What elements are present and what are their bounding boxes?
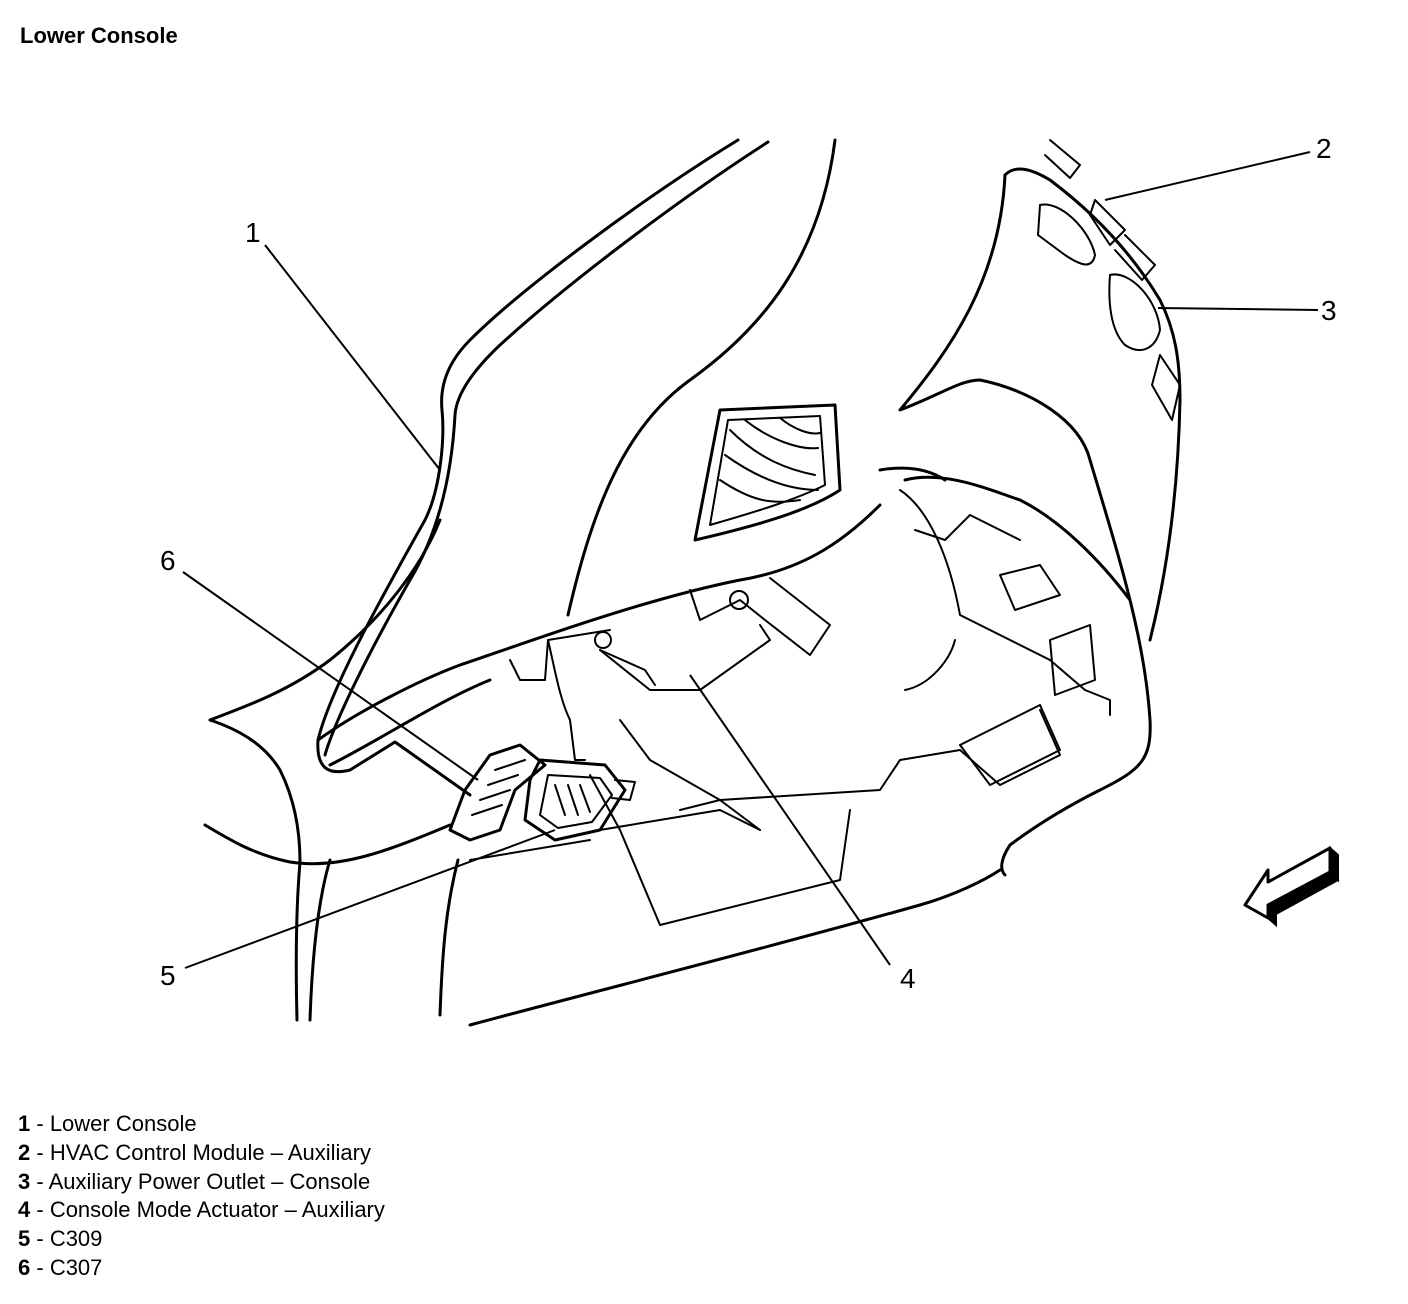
callout-2: 2 [1316,133,1332,164]
callout-5: 5 [160,960,176,991]
legend-number: 2 [18,1139,31,1165]
legend-item: 3 - Auxiliary Power Outlet – Console [18,1168,385,1197]
legend-separator: - [30,1139,50,1165]
console-floor [316,503,1061,926]
legend-number: 5 [18,1226,31,1252]
callout-6: 6 [160,545,176,576]
legend-number: 4 [18,1197,31,1223]
legend-label: C307 [49,1254,103,1280]
legend-label: HVAC Control Module – Auxiliary [49,1139,371,1165]
legend: 1 - Lower Console 2 - HVAC Control Modul… [18,1110,385,1283]
direction-arrow-icon [1243,845,1340,928]
legend-separator: - [30,1197,50,1223]
legend-separator: - [30,1254,50,1280]
connector-assembly [448,743,636,842]
console-diagram: 1 2 3 4 5 6 [160,133,1340,1027]
legend-item: 6 - C307 [18,1254,385,1283]
legend-label: Console Mode Actuator – Auxiliary [49,1197,385,1223]
leader-line-1 [264,244,441,471]
leader-line-5 [184,829,556,969]
legend-separator: - [30,1111,50,1136]
callout-1: 1 [245,217,261,248]
leader-line-3 [1157,307,1319,311]
leader-line-6 [182,571,479,781]
legend-item: 2 - HVAC Control Module – Auxiliary [18,1139,385,1168]
legend-item: 5 - C309 [18,1225,385,1254]
leader-line-4 [689,674,891,966]
legend-number: 1 [18,1111,31,1136]
legend-label: Auxiliary Power Outlet – Console [48,1168,371,1194]
legend-item: 4 - Console Mode Actuator – Auxiliary [18,1196,385,1225]
legend-label: Lower Console [49,1111,197,1136]
callout-4: 4 [900,963,916,994]
legend-number: 6 [18,1254,31,1280]
callout-3: 3 [1321,295,1337,326]
lower-console-body [203,138,1002,1027]
legend-separator: - [30,1226,50,1252]
vent-grille [693,403,842,542]
leader-lines [182,151,1319,969]
leader-line-2 [1104,151,1311,201]
legend-number: 3 [18,1168,31,1194]
legend-item: 1 - Lower Console [18,1110,385,1139]
legend-separator: - [30,1168,49,1194]
page-title: Lower Console [20,23,178,48]
legend-label: C309 [49,1226,103,1252]
console-rear-panel [878,139,1182,877]
